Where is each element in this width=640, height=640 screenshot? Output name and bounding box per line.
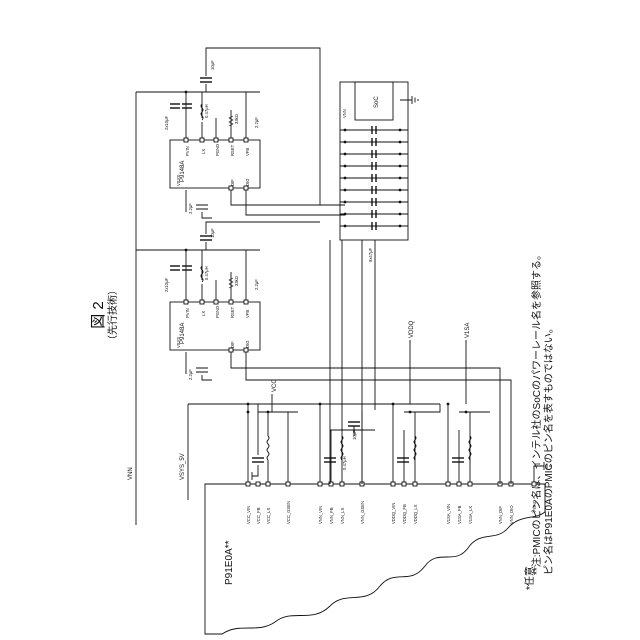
passive-label: 33kΩ — [234, 114, 239, 124]
passive-label: 0.47μH — [204, 104, 209, 118]
soc-label: SoC — [374, 96, 380, 108]
reg-top-pin — [229, 138, 233, 142]
reg-top-pin-label: RSET — [230, 144, 235, 156]
reg-top-pin — [184, 138, 188, 142]
reg-mid-pin-label: RSET — [230, 306, 235, 318]
pmic-pin-label: VDDQ_VIN — [391, 503, 396, 524]
pmic-pin-label: VNN_GSEN — [360, 501, 365, 524]
vnn-rail-label: VNN — [128, 467, 134, 480]
pmic-pin-label: VCC_LX — [266, 508, 271, 524]
pmic-pin-label: VNN_LX — [340, 508, 345, 524]
optional-note: *任意 — [523, 566, 536, 590]
vcc-output-stage — [247, 404, 298, 482]
reg-mid-pin-label: PVIN — [185, 308, 190, 318]
pmic-pin-label: VCC_VIN — [246, 506, 251, 524]
passive-label: 2.2μF — [254, 279, 259, 290]
reg-top-pin-label: DIF — [230, 179, 235, 186]
reg-mid-pin-label: LX — [201, 311, 206, 316]
passive-label: 2.2μF — [188, 369, 193, 380]
passive-label: 0.47μH — [342, 456, 347, 470]
pmic-pin-label: V1SA_FB — [457, 505, 462, 524]
vddq-label: VDDQ — [409, 320, 415, 338]
pmic-torn-outline — [205, 484, 545, 634]
pmic-pin-label: VCC_FB — [256, 507, 261, 524]
pmic-pin-label: VDDQ_FB — [402, 504, 407, 524]
reg-top-pin — [229, 186, 233, 190]
vnn-output-stage — [320, 404, 375, 482]
vsys-rail-label: VSYS_5V — [180, 453, 186, 480]
pmic-pin — [286, 482, 290, 486]
reg-top-pin-label: VFB — [245, 148, 250, 156]
pmic-pin — [318, 482, 322, 486]
pmic-pin-label: VNN_VIN — [318, 506, 323, 524]
soc-decap-label: 9x47μF — [368, 248, 373, 262]
reg-top-pin-label: VSYS — [176, 175, 181, 186]
v1sa-output-stage — [448, 404, 490, 482]
passive-label: 2.2μF — [254, 117, 259, 128]
passive-label: 10μF — [210, 60, 215, 70]
soc-decap-array — [340, 126, 408, 230]
pmic-pin — [457, 482, 461, 486]
reg-top-pin-label: PVIN — [185, 146, 190, 156]
reg-mid-pin-label: PGND — [215, 306, 220, 318]
note-line-1: **注:PMICのピン名は、インテル社のSoCのパワーレール名を参照する。 — [530, 250, 543, 575]
passive-label: 0.47μH — [204, 266, 209, 280]
reg-top-pin — [214, 138, 218, 142]
reg-mid-pin-label: VSYS — [176, 337, 181, 348]
passive-label: 2x10μF — [164, 278, 169, 292]
vcc-label: VCC — [272, 379, 278, 392]
pmic-pin — [413, 482, 417, 486]
pmic-pin-label: VCC_GSEN — [286, 501, 291, 524]
v1sa-label: V1SA — [465, 323, 471, 338]
pmic-pin-label: V1SA_VIN — [446, 504, 451, 524]
pmic-pin — [391, 482, 395, 486]
reg-top-pin — [244, 186, 248, 190]
pmic-pin-label: PGND — [532, 500, 537, 512]
note-line-2: ピン名はP91E0AのPMICのピン名を表すものではない。 — [542, 323, 555, 575]
passive-label: 10μF — [352, 430, 357, 440]
reg-top-pin-label: PGND — [215, 144, 220, 156]
pmic-pin — [402, 482, 406, 486]
pmic-pin-label: VNN_FB — [329, 507, 334, 524]
pmic-pin — [340, 482, 344, 486]
pmic-pin — [256, 482, 260, 486]
passive-label: 2x10μF — [164, 116, 169, 130]
soc-vnn-label: VNN — [342, 109, 347, 118]
pmic-pin-label: V1SA_LX — [468, 506, 473, 524]
reg-top-pin-label: DIO — [245, 178, 250, 186]
pmic-pin — [246, 482, 250, 486]
reg-top-pin — [244, 138, 248, 142]
passive-label: 33kΩ — [234, 276, 239, 286]
pmic-pin — [532, 482, 536, 486]
pmic-main-label: P91E0A** — [224, 540, 235, 585]
pmic-pin-label: VNN_DIO — [509, 505, 514, 524]
reg-top-pin-label: LX — [201, 149, 206, 154]
pmic-pin-label: VDDQ_LX — [413, 504, 418, 524]
ground-icon — [400, 96, 418, 104]
reg-mid-pin-label: DIO — [245, 340, 250, 348]
passive-label: 2.2μF — [188, 203, 193, 214]
pmic-pin-label: VNN_DIF — [498, 506, 503, 524]
figure-title: 図 2 — [90, 301, 107, 329]
pmic-pin — [446, 482, 450, 486]
pmic-pin — [468, 482, 472, 486]
reg-top-pin — [200, 138, 204, 142]
reg-mid-pin-label: DIF — [230, 341, 235, 348]
reg-mid-pin-label: VFB — [245, 310, 250, 318]
vddq-output-stage — [393, 404, 440, 482]
pmic-pin — [266, 482, 270, 486]
figure-subtitle: （先行技術） — [106, 285, 119, 345]
